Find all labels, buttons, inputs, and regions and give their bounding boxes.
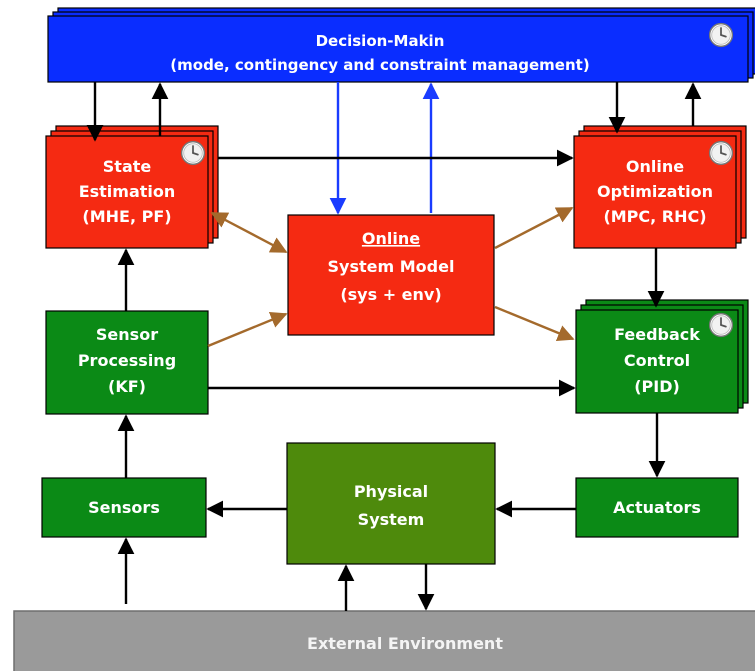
clock-icon (708, 312, 734, 338)
feedback-control-line1: Feedback (614, 325, 700, 344)
decision-making-block: Decision-Makin (mode, contingency and co… (47, 7, 755, 83)
actuators-label: Actuators (613, 498, 701, 517)
feedback-control-block: Feedback Control (PID) (575, 299, 749, 414)
sensor-processing-line2: Processing (78, 351, 176, 370)
arrow-system-model-to-feedback-control (494, 305, 575, 342)
sensor-processing-line3: (KF) (108, 377, 146, 396)
clock-icon (708, 140, 734, 166)
state-estimation-line1: State (103, 157, 152, 176)
decision-making-subtitle: (mode, contingency and constraint manage… (170, 56, 589, 74)
sensor-processing-block: Sensor Processing (KF) (45, 310, 209, 415)
sensor-processing-line1: Sensor (96, 325, 158, 344)
arrow-sensor-processing-to-system-model (207, 311, 288, 348)
online-system-model-line1: Online (362, 229, 420, 248)
feedback-control-line3: (PID) (634, 377, 680, 396)
state-estimation-line2: Estimation (79, 182, 176, 201)
online-optimization-line2: Optimization (597, 182, 713, 201)
clock-icon (708, 22, 734, 48)
state-estimation-block: State Estimation (MHE, PF) (45, 125, 219, 249)
external-environment-block: External Environment (13, 610, 755, 671)
clock-icon (180, 140, 206, 166)
arrows (86, 82, 702, 611)
external-environment-label: External Environment (307, 634, 503, 653)
online-system-model-line2: System Model (328, 257, 455, 276)
online-system-model-line3: (sys + env) (340, 285, 441, 304)
state-estimation-line3: (MHE, PF) (82, 207, 171, 226)
decision-making-title: Decision-Makin (316, 32, 445, 50)
online-optimization-block: Online Optimization (MPC, RHC) (573, 125, 747, 249)
online-system-model-block: Online System Model (sys + env) (287, 214, 495, 336)
online-optimization-line1: Online (626, 157, 684, 176)
sensors-block: Sensors (41, 477, 207, 538)
actuators-block: Actuators (575, 477, 739, 538)
physical-system-block: Physical System (286, 442, 496, 565)
online-optimization-line3: (MPC, RHC) (603, 207, 706, 226)
feedback-control-line2: Control (624, 351, 690, 370)
arrow-system-model-state-estimation (210, 211, 288, 254)
physical-system-line1: Physical (354, 482, 428, 501)
arrow-system-model-to-online-optimization (494, 206, 574, 250)
physical-system-line2: System (358, 510, 425, 529)
sensors-label: Sensors (88, 498, 160, 517)
